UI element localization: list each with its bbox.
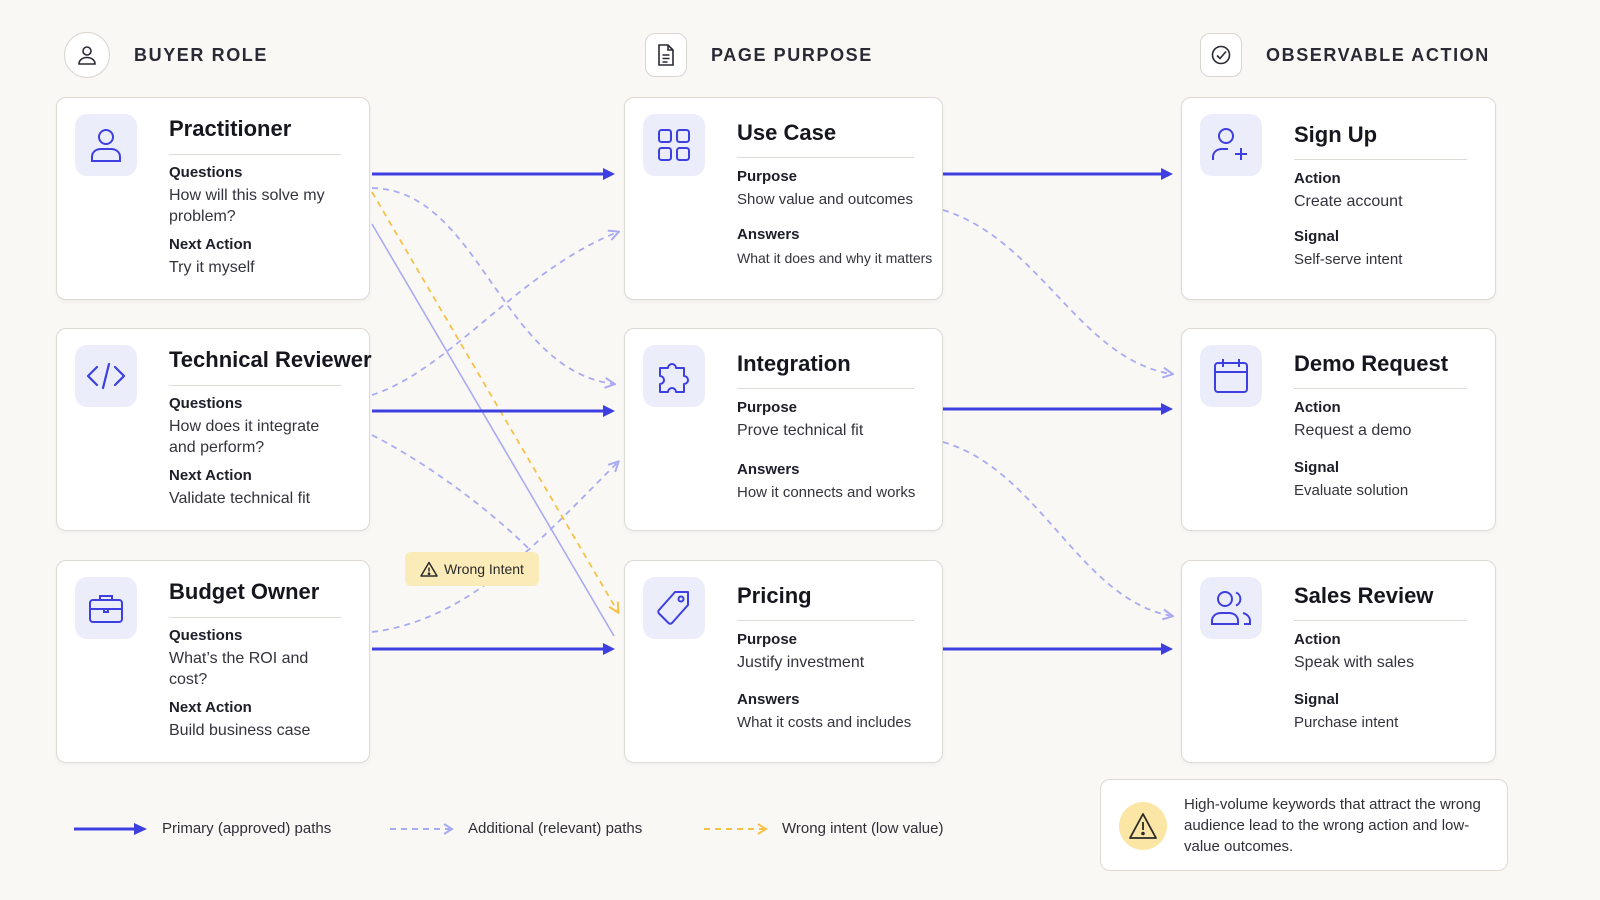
divider [169, 385, 341, 386]
document-icon [645, 33, 687, 77]
questions-label: Questions [169, 627, 243, 644]
calendar-icon [1200, 345, 1262, 407]
divider [1294, 159, 1467, 160]
action-title: Sign Up [1294, 122, 1378, 147]
action-text: Speak with sales [1294, 654, 1415, 671]
warning-icon [420, 561, 438, 577]
users-icon [1200, 577, 1262, 639]
column-title-observable-action: OBSERVABLE ACTION [1266, 44, 1490, 65]
user-icon [75, 114, 137, 176]
warning-note: High-volume keywords that attract the wr… [1100, 779, 1508, 871]
divider [737, 620, 914, 621]
divider [1294, 620, 1467, 621]
action-label: Action [1294, 399, 1341, 416]
page-card-use-case[interactable]: Use Case Purpose Show value and outcomes… [624, 97, 943, 300]
divider [169, 617, 341, 618]
action-text: Create account [1294, 193, 1403, 210]
answers-label: Answers [737, 461, 800, 478]
questions-text: What’s the ROI and cost? [169, 650, 309, 688]
page-title: Integration [737, 351, 851, 376]
role-title: Technical Reviewer [169, 347, 372, 372]
tag-icon [643, 577, 705, 639]
signal-label: Signal [1294, 691, 1340, 708]
legend-additional-arrow [390, 822, 454, 835]
column-header-buyer-role: BUYER ROLE [64, 32, 268, 78]
action-title: Sales Review [1294, 583, 1434, 608]
next-action-label: Next Action [169, 467, 252, 484]
role-card-budget-owner[interactable]: Budget Owner Questions What’s the ROI an… [56, 560, 370, 763]
purpose-label: Purpose [737, 399, 798, 416]
questions-label: Questions [169, 164, 243, 181]
purpose-text: Prove technical fit [737, 422, 864, 439]
divider [737, 388, 914, 389]
action-label: Action [1294, 170, 1341, 187]
user-plus-icon [1200, 114, 1262, 176]
user-circle-icon [64, 32, 110, 78]
page-title: Pricing [737, 583, 812, 608]
role-title: Budget Owner [169, 579, 320, 604]
action-card-sales-review[interactable]: Sales Review Action Speak with sales Sig… [1181, 560, 1496, 763]
divider [169, 154, 341, 155]
legend-primary-label: Primary (approved) paths [162, 820, 332, 837]
answers-text: What it does and why it matters [737, 250, 933, 266]
purpose-text: Show value and outcomes [737, 191, 913, 208]
page-title: Use Case [737, 120, 837, 145]
page-card-pricing[interactable]: Pricing Purpose Justify investment Answe… [624, 560, 943, 763]
questions-text: How does it integrate and perform? [169, 418, 320, 456]
wrong-intent-label: Wrong Intent [444, 561, 524, 577]
role-title: Practitioner [169, 116, 292, 141]
signal-text: Purchase intent [1294, 714, 1399, 731]
briefcase-icon [75, 577, 137, 639]
action-card-demo-request[interactable]: Demo Request Action Request a demo Signa… [1181, 328, 1496, 531]
purpose-text: Justify investment [737, 654, 865, 671]
divider [1294, 388, 1467, 389]
signal-text: Self-serve intent [1294, 251, 1403, 268]
legend-wrong-arrow [704, 822, 768, 835]
action-label: Action [1294, 631, 1341, 648]
column-title-page-purpose: PAGE PURPOSE [711, 44, 873, 65]
signal-label: Signal [1294, 228, 1340, 245]
divider [737, 157, 914, 158]
page-card-integration[interactable]: Integration Purpose Prove technical fit … [624, 328, 943, 531]
next-action-text: Validate technical fit [169, 490, 311, 507]
legend-wrong-label: Wrong intent (low value) [782, 820, 944, 837]
column-header-page-purpose: PAGE PURPOSE [645, 32, 873, 78]
legend-additional: Additional (relevant) paths [390, 820, 642, 837]
warning-note-text: High-volume keywords that attract the wr… [1184, 796, 1481, 855]
next-action-label: Next Action [169, 236, 252, 253]
grid-icon [643, 114, 705, 176]
questions-label: Questions [169, 395, 243, 412]
answers-label: Answers [737, 691, 800, 708]
role-card-technical-reviewer[interactable]: Technical Reviewer Questions How does it… [56, 328, 372, 531]
purpose-label: Purpose [737, 168, 798, 185]
legend-additional-label: Additional (relevant) paths [468, 820, 643, 837]
action-card-sign-up[interactable]: Sign Up Action Create account Signal Sel… [1181, 97, 1496, 300]
role-card-practitioner[interactable]: Practitioner Questions How will this sol… [56, 97, 370, 300]
column-header-observable-action: OBSERVABLE ACTION [1200, 32, 1490, 78]
answers-text: How it connects and works [737, 484, 916, 501]
wrong-intent-path [371, 191, 618, 612]
next-action-text: Build business case [169, 722, 311, 739]
legend-primary-arrow [74, 822, 147, 835]
legend-primary: Primary (approved) paths [74, 820, 331, 837]
wrong-intent-badge: Wrong Intent [405, 552, 539, 586]
warning-icon [1119, 802, 1167, 850]
column-title-buyer-role: BUYER ROLE [134, 44, 269, 65]
legend-wrong: Wrong intent (low value) [704, 820, 943, 837]
purpose-label: Purpose [737, 631, 798, 648]
answers-text: What it costs and includes [737, 714, 912, 731]
answers-label: Answers [737, 226, 800, 243]
action-text: Request a demo [1294, 422, 1412, 439]
action-title: Demo Request [1294, 351, 1449, 376]
questions-text: How will this solve my problem? [169, 187, 325, 225]
puzzle-icon [643, 345, 705, 407]
next-action-label: Next Action [169, 699, 252, 716]
signal-text: Evaluate solution [1294, 482, 1409, 499]
signal-label: Signal [1294, 459, 1340, 476]
code-icon [75, 345, 137, 407]
next-action-text: Try it myself [169, 259, 255, 276]
target-icon [1200, 33, 1242, 77]
